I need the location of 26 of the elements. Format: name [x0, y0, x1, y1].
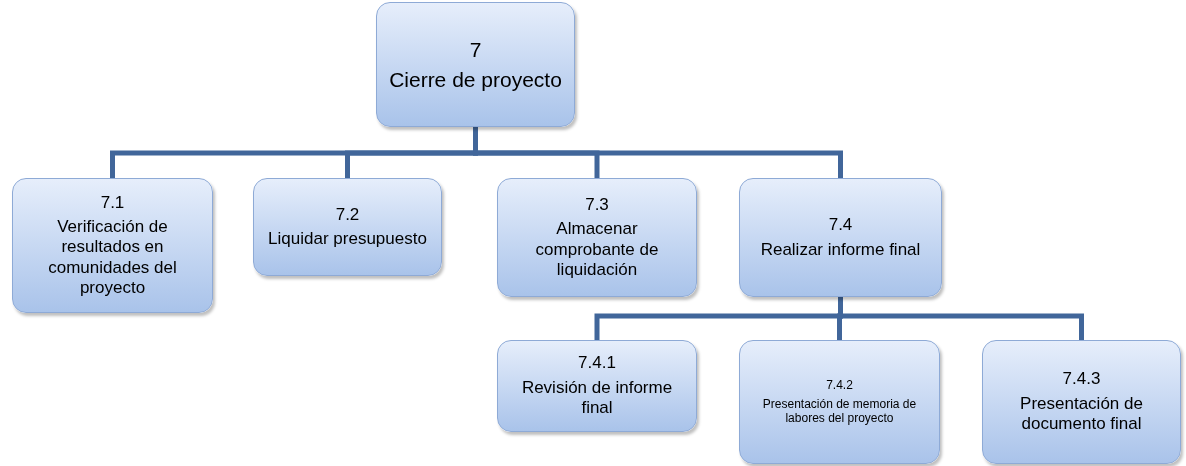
wbs-box — [739, 178, 942, 297]
wbs-code: 7.4 — [828, 215, 853, 236]
task-label: Cierre de proyecto — [389, 66, 562, 92]
wbs-code: 7.3 — [585, 194, 609, 216]
task-label: Presentación de memoria de labores del proyecto — [761, 396, 918, 426]
wbs-box — [982, 340, 1181, 464]
task-label: Revisión de informe final — [520, 377, 674, 419]
wbs-code: 7.4.3 — [1062, 369, 1101, 390]
wbs-code: 7.4.1 — [578, 353, 616, 374]
wbs-box — [376, 2, 575, 127]
task-label: Realizar informe final — [760, 239, 921, 260]
wbs-code: 7.4.2 — [826, 378, 853, 393]
wbs-box — [497, 178, 697, 297]
wbs-box — [12, 178, 213, 313]
wbs-box — [497, 340, 697, 432]
connector-line — [838, 297, 1084, 340]
wbs-code: 7.2 — [335, 204, 360, 225]
task-label: Liquidar presupuesto — [268, 229, 427, 250]
wbs-code: 7.1 — [100, 192, 125, 213]
wbs-code: 7 — [469, 37, 482, 63]
task-label: Almacenar comprobante de liquidación — [534, 219, 660, 281]
wbs-box — [739, 340, 940, 464]
wbs-box — [253, 178, 442, 276]
connector-line — [473, 127, 843, 178]
task-label: Verificación de resultados en comunidades del proyecto — [47, 216, 178, 299]
task-label: Presentación de documento final — [1019, 393, 1144, 435]
